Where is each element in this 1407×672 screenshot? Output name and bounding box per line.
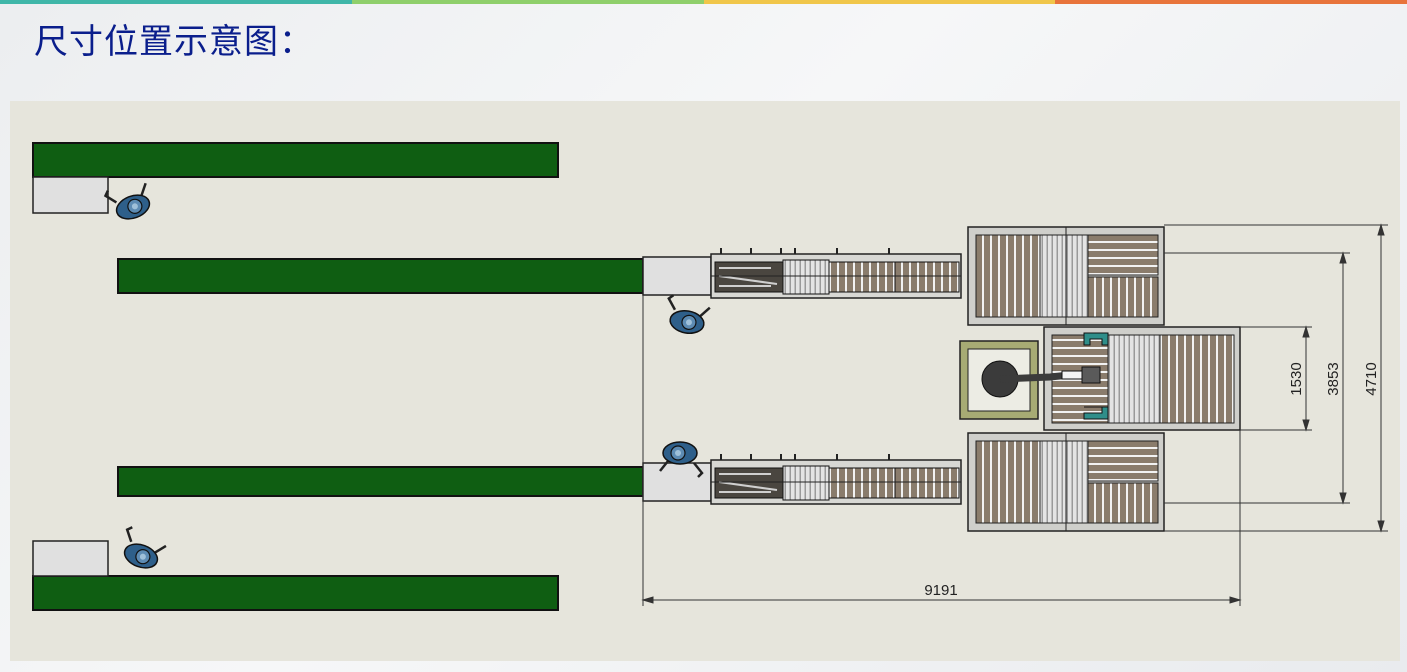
robot-arm-icon	[959, 340, 1101, 420]
staging-box-bottom	[32, 540, 109, 577]
transfer-box-lower	[642, 462, 712, 502]
conveyor-lower-feed	[117, 466, 644, 497]
conveyor-bottom	[32, 575, 559, 611]
dimension-label-total-width: 9191	[924, 582, 957, 599]
staging-box-top	[32, 176, 109, 214]
robot-cell	[1043, 326, 1241, 431]
conveyor-upper-feed	[117, 258, 644, 294]
transfer-box-upper	[642, 256, 712, 296]
dimension-lines	[641, 223, 1388, 606]
dimension-label-outer-span: 4710	[1363, 362, 1380, 395]
pallet-rack-icon	[967, 226, 1165, 326]
dimension-label-inner-span: 3853	[1325, 362, 1342, 395]
conveyor-top	[32, 142, 559, 178]
accent-bar	[0, 0, 1407, 4]
feeder-module-upper	[710, 247, 962, 299]
feeder-module-lower	[710, 453, 962, 505]
dimension-label-center-cell: 1530	[1288, 362, 1305, 395]
layout-drawing: 9191 1530 3853 4710	[10, 101, 1400, 661]
page-title: 尺寸位置示意图：	[34, 22, 314, 62]
pallet-rack-icon	[967, 432, 1165, 532]
